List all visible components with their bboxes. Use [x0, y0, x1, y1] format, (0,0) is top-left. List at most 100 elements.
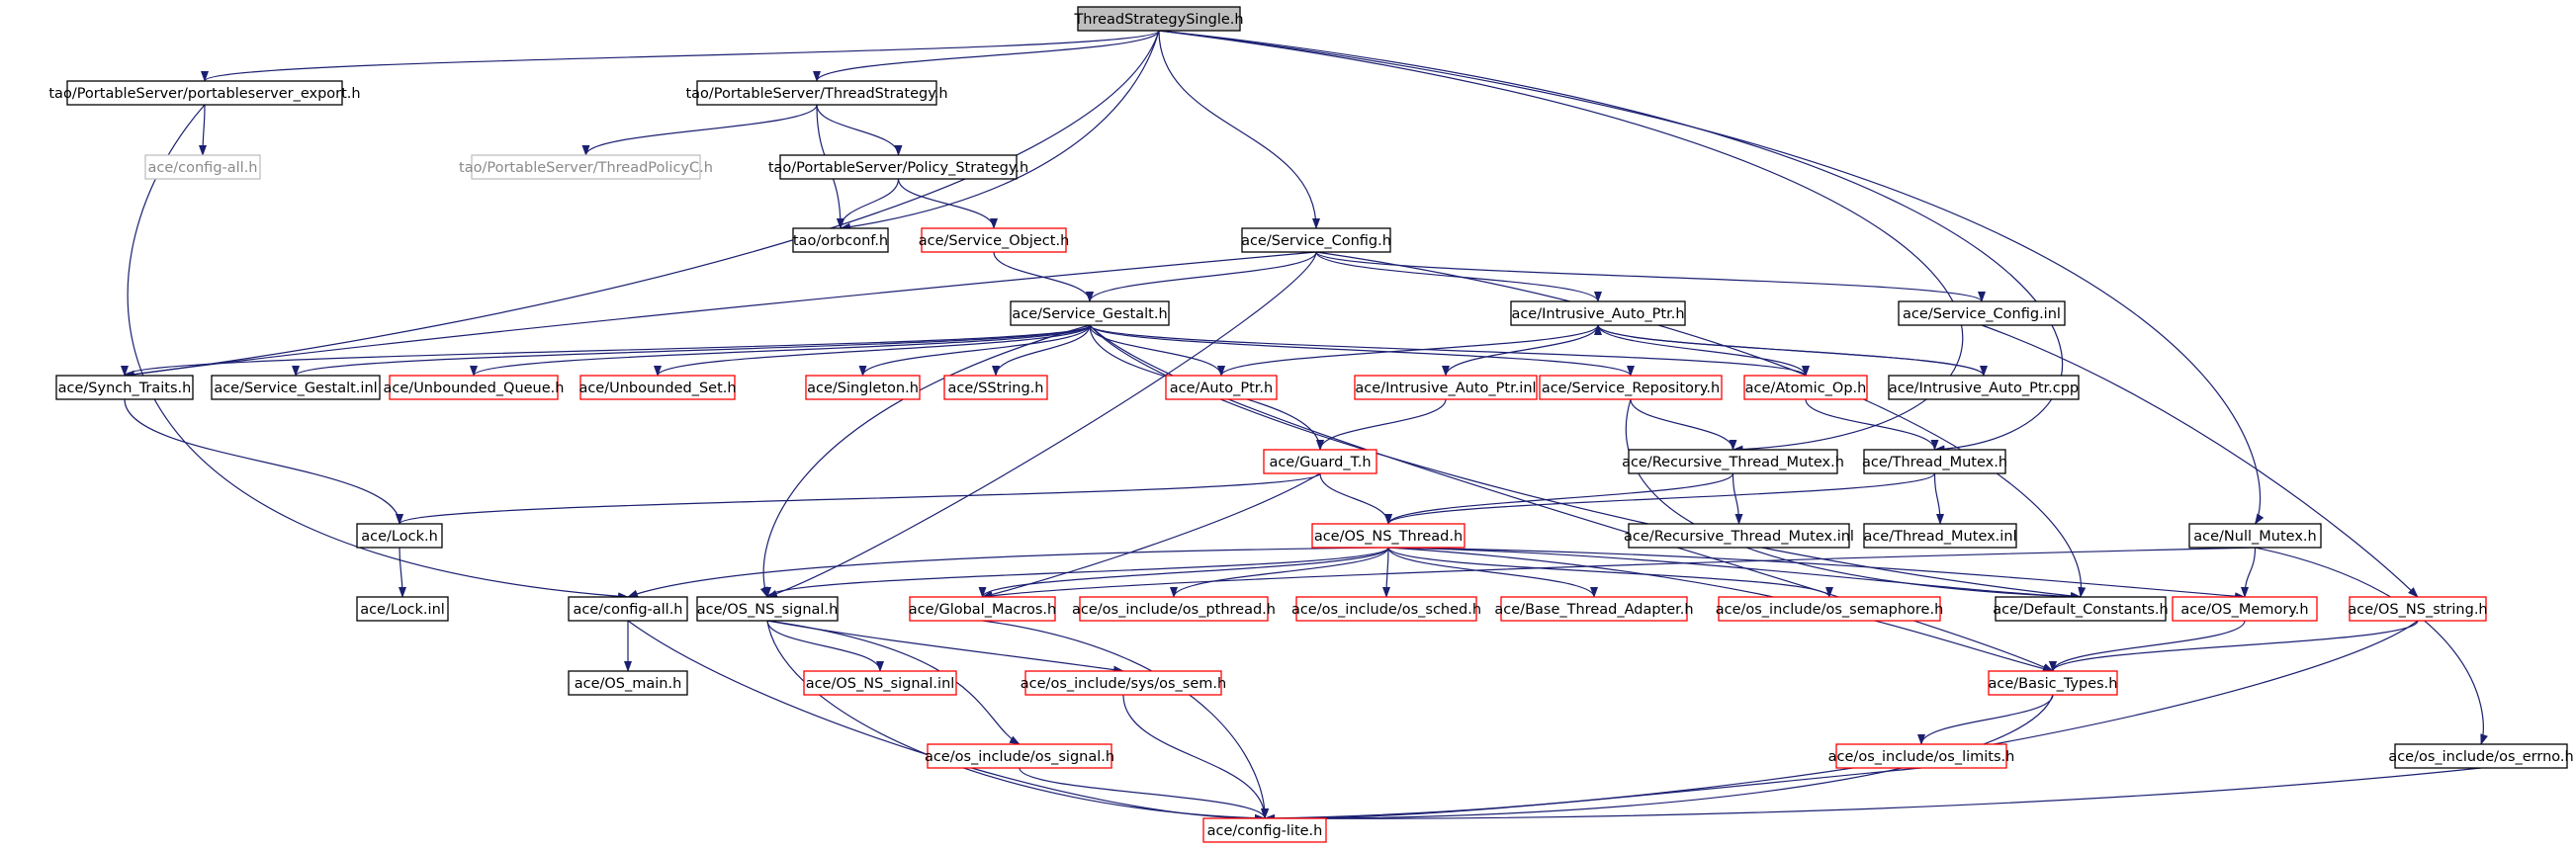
node-box [696, 596, 839, 622]
node-box [66, 80, 343, 106]
node-rtminl: ace/Recursive_Thread_Mutex.inl [1624, 523, 1854, 549]
edge-basictypes-to-cfglite [1264, 694, 2054, 823]
node-label: ace/Unbounded_Set.h [578, 381, 736, 396]
node-cfgall1: ace/config-all.h [144, 154, 261, 180]
node-label: ace/SString.h [948, 381, 1044, 396]
node-label: ace/config-all.h [573, 602, 682, 618]
nodes-layer: ThreadStrategySingle.h tao/PortableServer… [48, 6, 2574, 843]
node-box [1500, 596, 1688, 622]
node-box [921, 227, 1067, 253]
node-label: ace/Synch_Traits.h [58, 381, 192, 396]
node-svccfg: ace/Service_Config.h [1241, 227, 1391, 253]
node-box [1010, 300, 1170, 326]
edge-errno-to-cfglite [1264, 767, 2482, 823]
edge-osthread-to-pthread [1170, 547, 1389, 598]
node-label: ace/Unbounded_Queue.h [384, 381, 565, 396]
node-box [803, 670, 957, 696]
node-label: ace/Service_Repository.h [1542, 381, 1720, 396]
node-rtm: ace/Recursive_Thread_Mutex.h [1622, 449, 1844, 474]
node-label: ace/OS_NS_string.h [2348, 602, 2487, 618]
node-osstring: ace/OS_NS_string.h [2348, 596, 2488, 622]
node-nullmutex: ace/Null_Mutex.h [2188, 523, 2322, 549]
node-box [568, 596, 688, 622]
node-box [211, 375, 381, 400]
node-box [696, 80, 937, 106]
edge-nullmutex-to-errno [2255, 547, 2488, 745]
edge-tm-to-tminl [1933, 472, 1944, 525]
edge-svcgestalt-to-atomic [1089, 324, 1810, 377]
node-box [1718, 596, 1941, 622]
node-box [1743, 375, 1868, 400]
edge-svcgestalt-to-defconst [1089, 324, 2082, 600]
node-box [471, 154, 701, 180]
edge-root-to-orbconf [840, 30, 1160, 231]
node-synch: ace/Synch_Traits.h [55, 375, 194, 400]
node-label: ace/Thread_Mutex.inl [1863, 529, 2016, 545]
node-box [1539, 375, 1723, 400]
node-label: ace/Guard_T.h [1269, 455, 1371, 470]
edge-ossignal-to-cfglite [766, 620, 1266, 822]
edge-ossignal-to-syssem [766, 620, 1124, 674]
node-label: ace/os_include/os_signal.h [925, 749, 1114, 765]
node-svcrepo: ace/Service_Repository.h [1539, 375, 1723, 400]
node-ubs: ace/Unbounded_Set.h [578, 375, 737, 400]
node-label: ace/Global_Macros.h [909, 602, 1056, 618]
node-label: ace/Recursive_Thread_Mutex.h [1622, 455, 1844, 470]
node-iapcpp: ace/Intrusive_Auto_Ptr.cpp [1888, 375, 2080, 400]
node-box [1295, 596, 1477, 622]
node-box [943, 375, 1048, 400]
edge-cfgall2-to-cfglite [627, 620, 1266, 823]
node-orbconf: tao/orbconf.h [792, 227, 889, 253]
node-box [1995, 596, 2167, 622]
edge-syssem-to-cfglite [1122, 694, 1269, 819]
edge-svccfg-to-synch [124, 251, 1317, 379]
node-ossiginl: ace/OS_NS_signal.inl [803, 670, 957, 696]
node-svcgestalt: ace/Service_Gestalt.h [1010, 300, 1170, 326]
edge-osthread-to-cfgall2 [627, 547, 1389, 598]
edge-osthread-to-defconst [1387, 547, 2082, 601]
edge-osstring-to-basictypes [2049, 620, 2419, 672]
node-singleton: ace/Singleton.h [805, 375, 921, 400]
node-ossig: ace/os_include/os_signal.h [925, 743, 1114, 769]
node-box [1241, 227, 1391, 253]
edge-pse-to-cfgall1 [199, 104, 208, 156]
node-lock: ace/Lock.h [356, 523, 443, 549]
edge-osthread-to-ossignal [763, 547, 1389, 598]
edge-svccfg-to-svccfginl [1315, 251, 1986, 302]
node-label: tao/PortableServer/Policy_Strategy.h [768, 160, 1028, 176]
node-label: ThreadStrategySingle.h [1073, 12, 1243, 28]
edge-svcgestalt-to-autoptr [1089, 324, 1225, 377]
edge-lock-to-lockinl [398, 547, 406, 598]
node-label: ace/OS_Memory.h [2180, 602, 2308, 618]
edge-svcgestalt-to-sstring [992, 324, 1091, 377]
node-box [2188, 523, 2322, 549]
node-box [356, 523, 443, 549]
edge-root-to-tm [1158, 30, 2064, 454]
edge-svcgestalt-to-ubs [654, 324, 1091, 377]
node-label: ace/Base_Thread_Adapter.h [1494, 602, 1693, 618]
node-box [1863, 523, 2017, 549]
node-label: ace/config-lite.h [1207, 823, 1323, 839]
node-svccfginl: ace/Service_Config.inl [1898, 300, 2066, 326]
edge-iap-to-atomic [1597, 324, 1810, 377]
node-box [1988, 670, 2118, 696]
edge-atomic-to-tm [1805, 398, 1939, 451]
edge-rtm-to-rtminl [1732, 472, 1743, 525]
node-box [1863, 449, 2006, 474]
node-label: ace/Recursive_Thread_Mutex.inl [1624, 529, 1854, 545]
node-box [927, 743, 1112, 769]
node-label: ace/Default_Constants.h [1993, 602, 2168, 618]
node-sema: ace/os_include/os_semaphore.h [1716, 596, 1943, 622]
node-label: ace/config-all.h [147, 160, 257, 176]
edge-svcgestalt-to-singleton [858, 324, 1091, 377]
edge-svcgestalt-to-synch [121, 324, 1091, 377]
node-cfgall2: ace/config-all.h [568, 596, 688, 622]
node-box [1898, 300, 2066, 326]
edge-rtm-to-osthread [1384, 472, 1734, 525]
edge-guard-to-osthread [1319, 472, 1392, 525]
edge-osthread-to-sema [1387, 547, 1833, 598]
node-basictypes: ace/Basic_Types.h [1988, 670, 2118, 696]
edge-osthread-to-sched [1382, 547, 1391, 598]
node-iapinl: ace/Intrusive_Auto_Ptr.inl [1354, 375, 1538, 400]
node-box [389, 375, 559, 400]
